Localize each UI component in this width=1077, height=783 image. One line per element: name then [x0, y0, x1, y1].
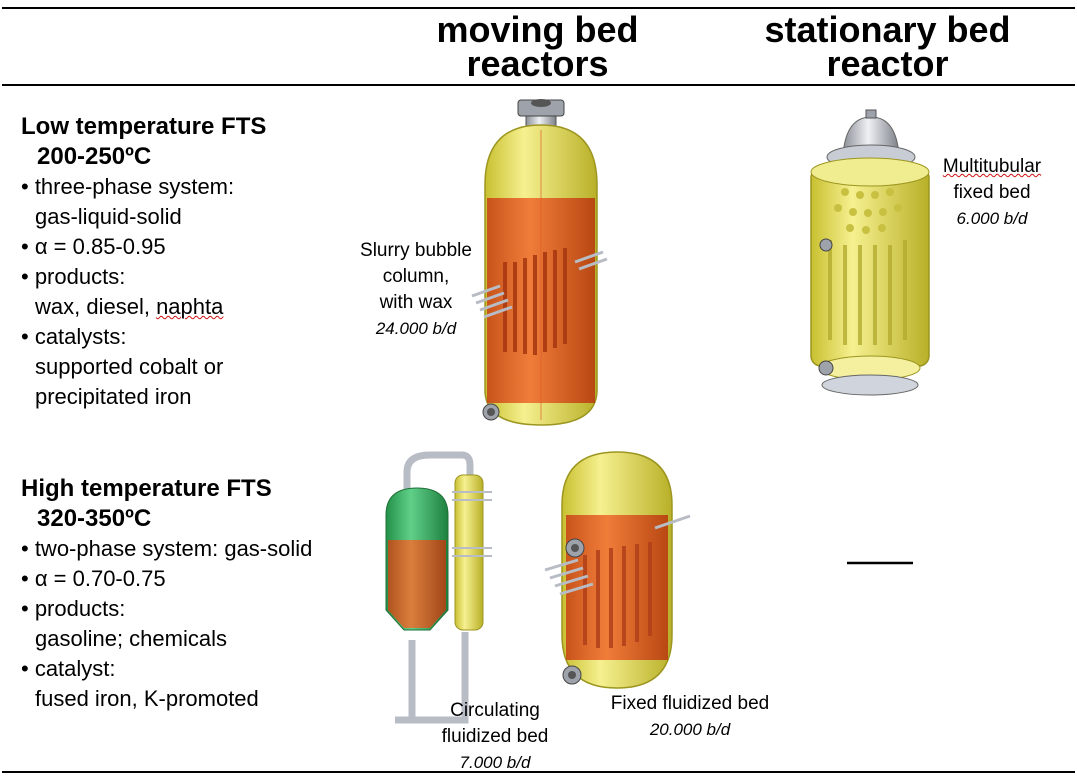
bullet-item: • catalysts:	[21, 324, 127, 349]
bullet-item: • products:	[21, 596, 126, 621]
table-bottom-rule	[2, 771, 1075, 773]
products-text: wax, diesel,	[35, 294, 157, 319]
label-line: column,	[382, 266, 450, 287]
capacity-label: 7.000 b/d	[459, 753, 531, 772]
bullet-item: • products:	[21, 264, 126, 289]
multitubular-fixed-bed-label: Multitubular fixed bed 6.000 b/d	[928, 154, 1056, 232]
high-temp-range: 320-350ºC	[37, 505, 152, 532]
bullet-subitem: fused iron, K-promoted	[35, 686, 259, 711]
bullet-subitem: gasoline; chemicals	[35, 626, 227, 651]
label-line: Circulating	[450, 700, 540, 721]
fixed-fluidized-bed-label: Fixed fluidized bed 20.000 b/d	[590, 691, 790, 743]
low-temp-title: Low temperature FTS	[21, 113, 267, 140]
bullet-subitem: gas-liquid-solid	[35, 204, 182, 229]
circulating-fluidized-bed-illustration	[385, 451, 492, 724]
capacity-label: 24.000 b/d	[375, 319, 457, 338]
bullet-subitem: supported cobalt or	[35, 354, 224, 379]
bullet-item: • catalyst:	[21, 656, 116, 681]
high-temp-title: High temperature FTS	[21, 475, 272, 502]
label-line: Multitubular	[942, 156, 1042, 177]
slurry-bubble-column-illustration	[471, 99, 608, 426]
bullet-item: • α = 0.85-0.95	[21, 234, 166, 259]
multitubular-fixed-bed-illustration	[810, 109, 930, 396]
slurry-bubble-column-label: Slurry bubble column, with wax 24.000 b/…	[344, 238, 488, 342]
table-top-rule	[2, 7, 1075, 9]
fixed-fluidized-bed-illustration	[544, 451, 691, 689]
header-line-2: reactors	[466, 43, 609, 84]
header-line-1: moving bed	[436, 9, 639, 50]
label-line: Slurry bubble	[360, 240, 472, 261]
header-line-1: stationary bed	[764, 9, 1011, 50]
label-line: with wax	[379, 292, 453, 313]
low-temp-range: 200-250ºC	[37, 143, 152, 170]
label-line: fixed bed	[953, 182, 1031, 203]
label-line: fluidized bed	[441, 726, 549, 747]
capacity-label: 6.000 b/d	[956, 209, 1028, 228]
misspelled-word: naphta	[156, 294, 224, 319]
bullet-item: • three-phase system:	[21, 174, 235, 199]
header-line-2: reactor	[826, 43, 949, 84]
bullet-subitem: precipitated iron	[35, 384, 192, 409]
high-temp-fts-block: High temperature FTS 320-350ºC • two-pha…	[21, 474, 381, 714]
bullet-subitem: wax, diesel, naphta	[21, 292, 351, 322]
circulating-fluidized-bed-label: Circulating fluidized bed 7.000 b/d	[425, 698, 565, 776]
capacity-label: 20.000 b/d	[649, 720, 731, 739]
bullet-item: • α = 0.70-0.75	[21, 566, 166, 591]
column-header-moving-bed: moving bed reactors	[395, 9, 680, 84]
label-line: Fixed fluidized bed	[610, 693, 770, 714]
header-rule	[2, 84, 1075, 86]
low-temp-fts-block: Low temperature FTS 200-250ºC • three-ph…	[21, 112, 351, 412]
column-header-stationary-bed: stationary bed reactor	[735, 9, 1040, 84]
bullet-item: • two-phase system: gas-solid	[21, 536, 313, 561]
